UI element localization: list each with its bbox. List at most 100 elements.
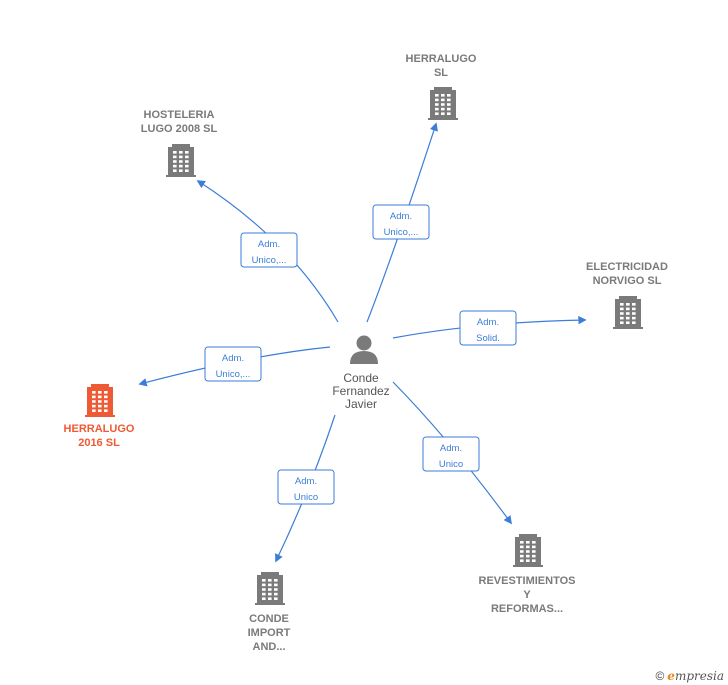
building-window [626,303,630,306]
building-window [532,550,536,553]
person-label[interactable]: Fernandez [332,384,389,398]
building-window [185,155,189,159]
company-label[interactable]: HERRALUGO [406,53,477,65]
company-node-conde-import[interactable]: CONDE IMPORT AND... [248,572,291,653]
role-label-herralugo-2016[interactable]: Adm.Unico,... [204,346,262,382]
building-window [92,400,96,403]
building-window [104,395,108,399]
building-window [274,597,278,600]
company-label[interactable]: Y [523,589,531,601]
building-window [520,545,524,549]
building-window [632,312,636,315]
role-label-electricidad-norvigo[interactable]: Adm. Solid. [459,310,517,346]
building-window [632,307,636,311]
building-window [626,321,630,324]
building-window [179,160,183,163]
building-window [173,164,177,168]
building-window [268,579,272,582]
building-window [441,94,445,97]
company-label[interactable]: REFORMAS... [491,603,563,615]
building-icon[interactable] [255,572,285,605]
role-label-herralugo-sl[interactable]: Adm.Unico,... [372,204,430,240]
building-icon[interactable] [85,384,115,417]
building-window [441,98,445,102]
building-window [532,559,536,562]
building-window [98,395,102,399]
role-label-hosteleria-lugo[interactable]: Adm.Unico,... [240,232,298,268]
building-window [447,107,451,111]
company-node-hosteleria-lugo[interactable]: HOSTELERIA LUGO 2008 SL [141,109,218,177]
building-icon[interactable] [513,534,543,567]
building-window [632,321,636,324]
building-window [268,583,272,587]
role-text: Unico,... [252,255,287,266]
building-window [447,94,451,97]
building-window [185,160,189,163]
role-label-conde-import[interactable]: Adm. Unico [277,469,335,505]
building-window [104,409,108,412]
role-box [240,232,298,268]
building-window [620,316,624,320]
role-box [422,436,480,472]
company-label[interactable]: AND... [253,641,286,653]
building-window [620,312,624,315]
role-text: Adm. [390,211,412,222]
building-window [520,550,524,553]
building-window [447,103,451,106]
building-icon[interactable] [166,144,196,177]
role-label-revestimientos[interactable]: Adm.Unico [422,436,480,472]
brand-logo[interactable]: empresia [667,669,724,683]
building-window [262,588,266,591]
company-label[interactable]: ELECTRICIDAD [586,261,668,273]
company-label[interactable]: LUGO 2008 SL [141,123,218,135]
building-window [526,554,530,558]
building-base [613,327,643,329]
building-base [255,603,285,605]
company-label[interactable]: IMPORT [248,627,291,639]
person-label[interactable]: Javier [345,397,377,411]
building-window [92,391,96,394]
building-window [274,588,278,591]
company-node-revestimientos[interactable]: REVESTIMIENTOS Y REFORMAS... [479,534,576,615]
role-box [372,204,430,240]
building-window [274,579,278,582]
role-text: Unico [294,492,318,503]
role-text: Adm. [477,317,499,328]
company-node-electricidad-norvigo[interactable]: ELECTRICIDAD NORVIGO SL [586,261,668,329]
building-window [532,545,536,549]
building-window [92,409,96,412]
building-window [441,103,445,106]
building-window [185,169,189,172]
building-window [526,559,530,562]
building-window [173,151,177,154]
building-window [526,541,530,544]
company-label[interactable]: CONDE [249,613,289,625]
building-window [173,160,177,163]
building-window [520,559,524,562]
building-window [98,409,102,412]
company-node-herralugo-sl[interactable]: HERRALUGO SL [406,53,477,120]
building-window [532,554,536,558]
role-text: Solid. [476,333,500,344]
company-label[interactable]: HOSTELERIA [144,109,215,121]
role-text: Adm. [295,476,317,487]
building-window [262,583,266,587]
company-label[interactable]: SL [434,67,448,79]
building-icon[interactable] [613,296,643,329]
building-roof [172,144,190,148]
building-window [104,391,108,394]
company-label[interactable]: 2016 SL [78,437,120,449]
company-label[interactable]: NORVIGO SL [593,275,662,287]
building-window [441,107,445,111]
company-node-herralugo-2016[interactable]: HERRALUGO 2016 SL [64,384,135,449]
building-window [92,395,96,399]
person-label[interactable]: Conde [343,371,379,385]
building-window [526,545,530,549]
building-window [435,98,439,102]
building-window [98,391,102,394]
company-label[interactable]: REVESTIMIENTOS [479,575,576,587]
building-icon[interactable] [428,87,458,120]
company-label[interactable]: HERRALUGO [64,423,135,435]
